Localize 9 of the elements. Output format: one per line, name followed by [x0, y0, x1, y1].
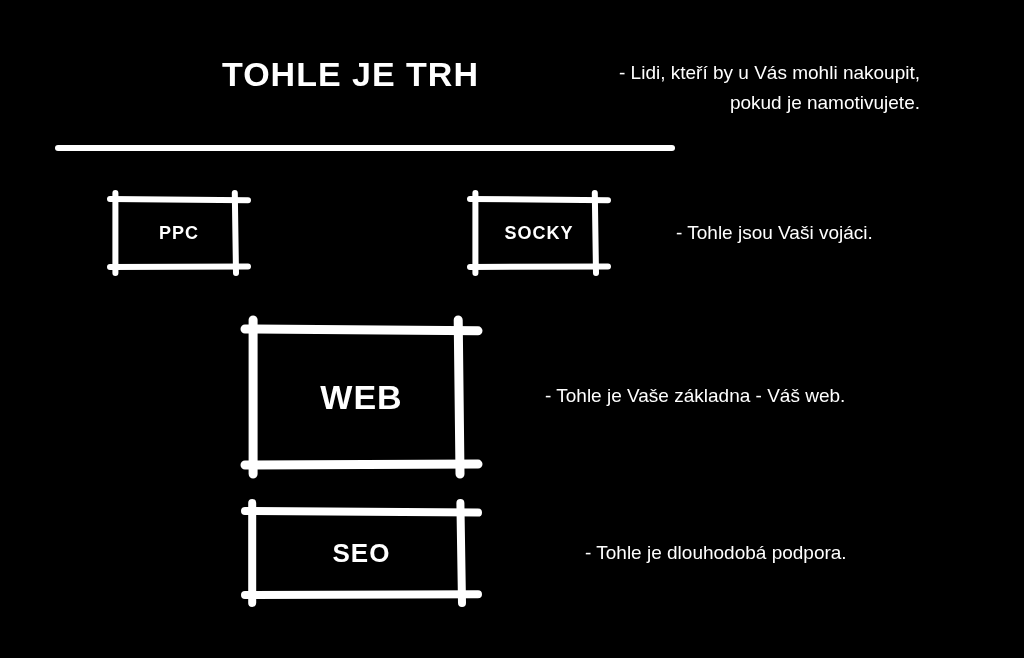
note-text: - Tohle jsou Vaši vojáci. [676, 221, 874, 245]
note-text: - Lidi, kteří by u Vás mohli nakoupit, pokud je namotivujete. [618, 61, 920, 115]
title: TOHLE JE TRH [222, 54, 479, 95]
note-text: - Tohle je dlouhodobá podpora. [585, 541, 848, 565]
box-label: SEO [331, 537, 392, 569]
box-label: SOCKY [503, 222, 575, 244]
note-text: - Tohle je Vaše základna - Váš web. [545, 384, 847, 408]
box-label: PPC [158, 222, 200, 244]
box-label: WEB [319, 377, 404, 417]
